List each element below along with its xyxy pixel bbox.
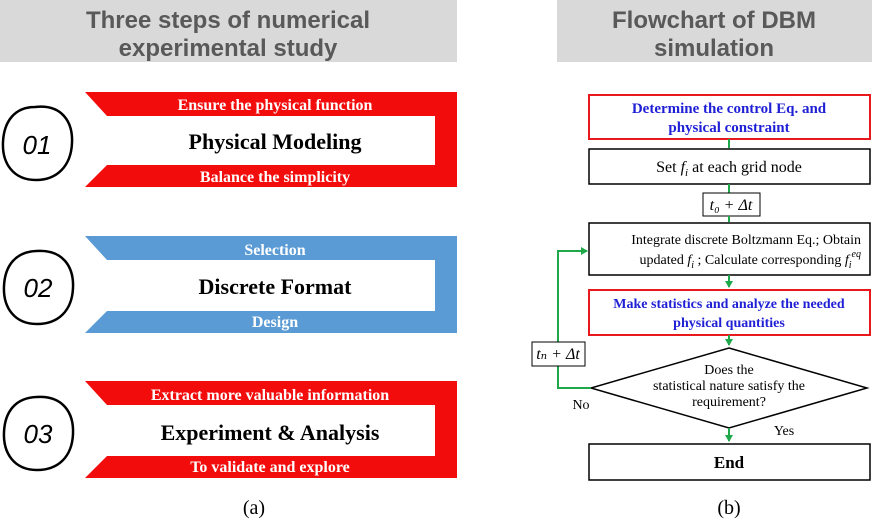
loop-label-box xyxy=(531,341,586,367)
time-step-label: t₀ + Δt xyxy=(710,197,753,214)
step-03-number-circle xyxy=(2,395,75,472)
integrate-calc: ; Calculate corresponding xyxy=(694,253,845,268)
step-02-main-label: Discrete Format xyxy=(199,274,353,299)
loop-back-arrow xyxy=(557,247,591,389)
left-panel: Three steps of numerical experimental st… xyxy=(0,0,457,519)
step-03-chevron-band xyxy=(85,381,457,478)
no-label: No xyxy=(572,398,589,413)
step-02: 02 Selection Discrete Format Design xyxy=(2,236,457,333)
integrate-feq-var: f xyxy=(845,253,851,268)
step-01-main-label: Physical Modeling xyxy=(189,129,362,154)
decision-line3: requirement? xyxy=(692,395,766,410)
flow-box-statistics-line2: physical quantities xyxy=(673,316,785,331)
flow-box-statistics xyxy=(588,289,871,336)
step-03: 03 Extract more valuable information Exp… xyxy=(2,381,457,478)
step-01-chevron-band xyxy=(85,92,457,187)
flow-box-control-eq xyxy=(588,94,871,140)
flow-box-control-eq-line2: physical constraint xyxy=(668,120,789,136)
step-02-number-circle xyxy=(2,249,75,326)
flow-box-statistics-line1: Make statistics and analyze the needed xyxy=(613,297,845,312)
step-02-number: 02 xyxy=(24,273,53,303)
left-title-line1: Three steps of numerical xyxy=(86,7,370,34)
end-label: End xyxy=(714,453,745,472)
step-03-bottom-label: To validate and explore xyxy=(190,459,350,476)
step-03-top-label: Extract more valuable information xyxy=(151,387,389,404)
step-01-bottom-label: Balance the simplicity xyxy=(200,169,350,186)
set-f-suffix: at each grid node xyxy=(688,159,802,176)
integrate-feq-sup: eq xyxy=(852,249,861,260)
integrate-feq-sub: i xyxy=(849,260,852,271)
left-caption: (a) xyxy=(243,497,265,519)
set-f-sub: i xyxy=(685,167,688,179)
integrate-f-sub: i xyxy=(691,260,694,271)
right-title-line1: Flowchart of DBM xyxy=(612,7,816,34)
loop-label: tₙ + Δt xyxy=(536,346,580,363)
step-03-main-label: Experiment & Analysis xyxy=(161,420,380,445)
left-title-line2: experimental study xyxy=(119,35,338,62)
decision-line1: Does the xyxy=(704,363,753,378)
flow-box-set-f-text: Set fi at each grid node xyxy=(656,159,802,179)
right-caption: (b) xyxy=(717,497,740,519)
flow-box-integrate-line1: Integrate discrete Boltzmann Eq.; Obtain xyxy=(631,233,861,248)
yes-label: Yes xyxy=(774,424,794,439)
step-01-number: 01 xyxy=(23,130,52,160)
step-02-chevron-band xyxy=(85,236,457,333)
step-01: 01 Ensure the physical function Physical… xyxy=(1,92,457,187)
step-03-number: 03 xyxy=(24,419,53,449)
flow-box-control-eq-line1: Determine the control Eq. and xyxy=(632,101,827,117)
set-f-prefix: Set xyxy=(656,159,680,176)
flow-box-integrate-line2: updated fi ; Calculate corresponding fie… xyxy=(640,249,861,271)
left-title-banner xyxy=(0,0,457,62)
flow-box-end xyxy=(588,443,871,481)
right-title-banner xyxy=(557,0,872,62)
set-f-var: f xyxy=(681,159,688,176)
time-step-label-box xyxy=(702,192,761,217)
right-title-line2: simulation xyxy=(654,35,774,62)
right-panel: Flowchart of DBM simulation Determine th… xyxy=(531,0,872,519)
step-01-top-label: Ensure the physical function xyxy=(178,97,373,114)
step-02-top-label: Selection xyxy=(244,242,305,259)
step-01-number-circle xyxy=(1,105,74,182)
decision-line2: statistical nature satisfy the xyxy=(653,379,805,394)
integrate-updated: updated xyxy=(640,253,688,268)
integrate-f-var: f xyxy=(687,253,693,268)
step-02-bottom-label: Design xyxy=(252,314,298,331)
